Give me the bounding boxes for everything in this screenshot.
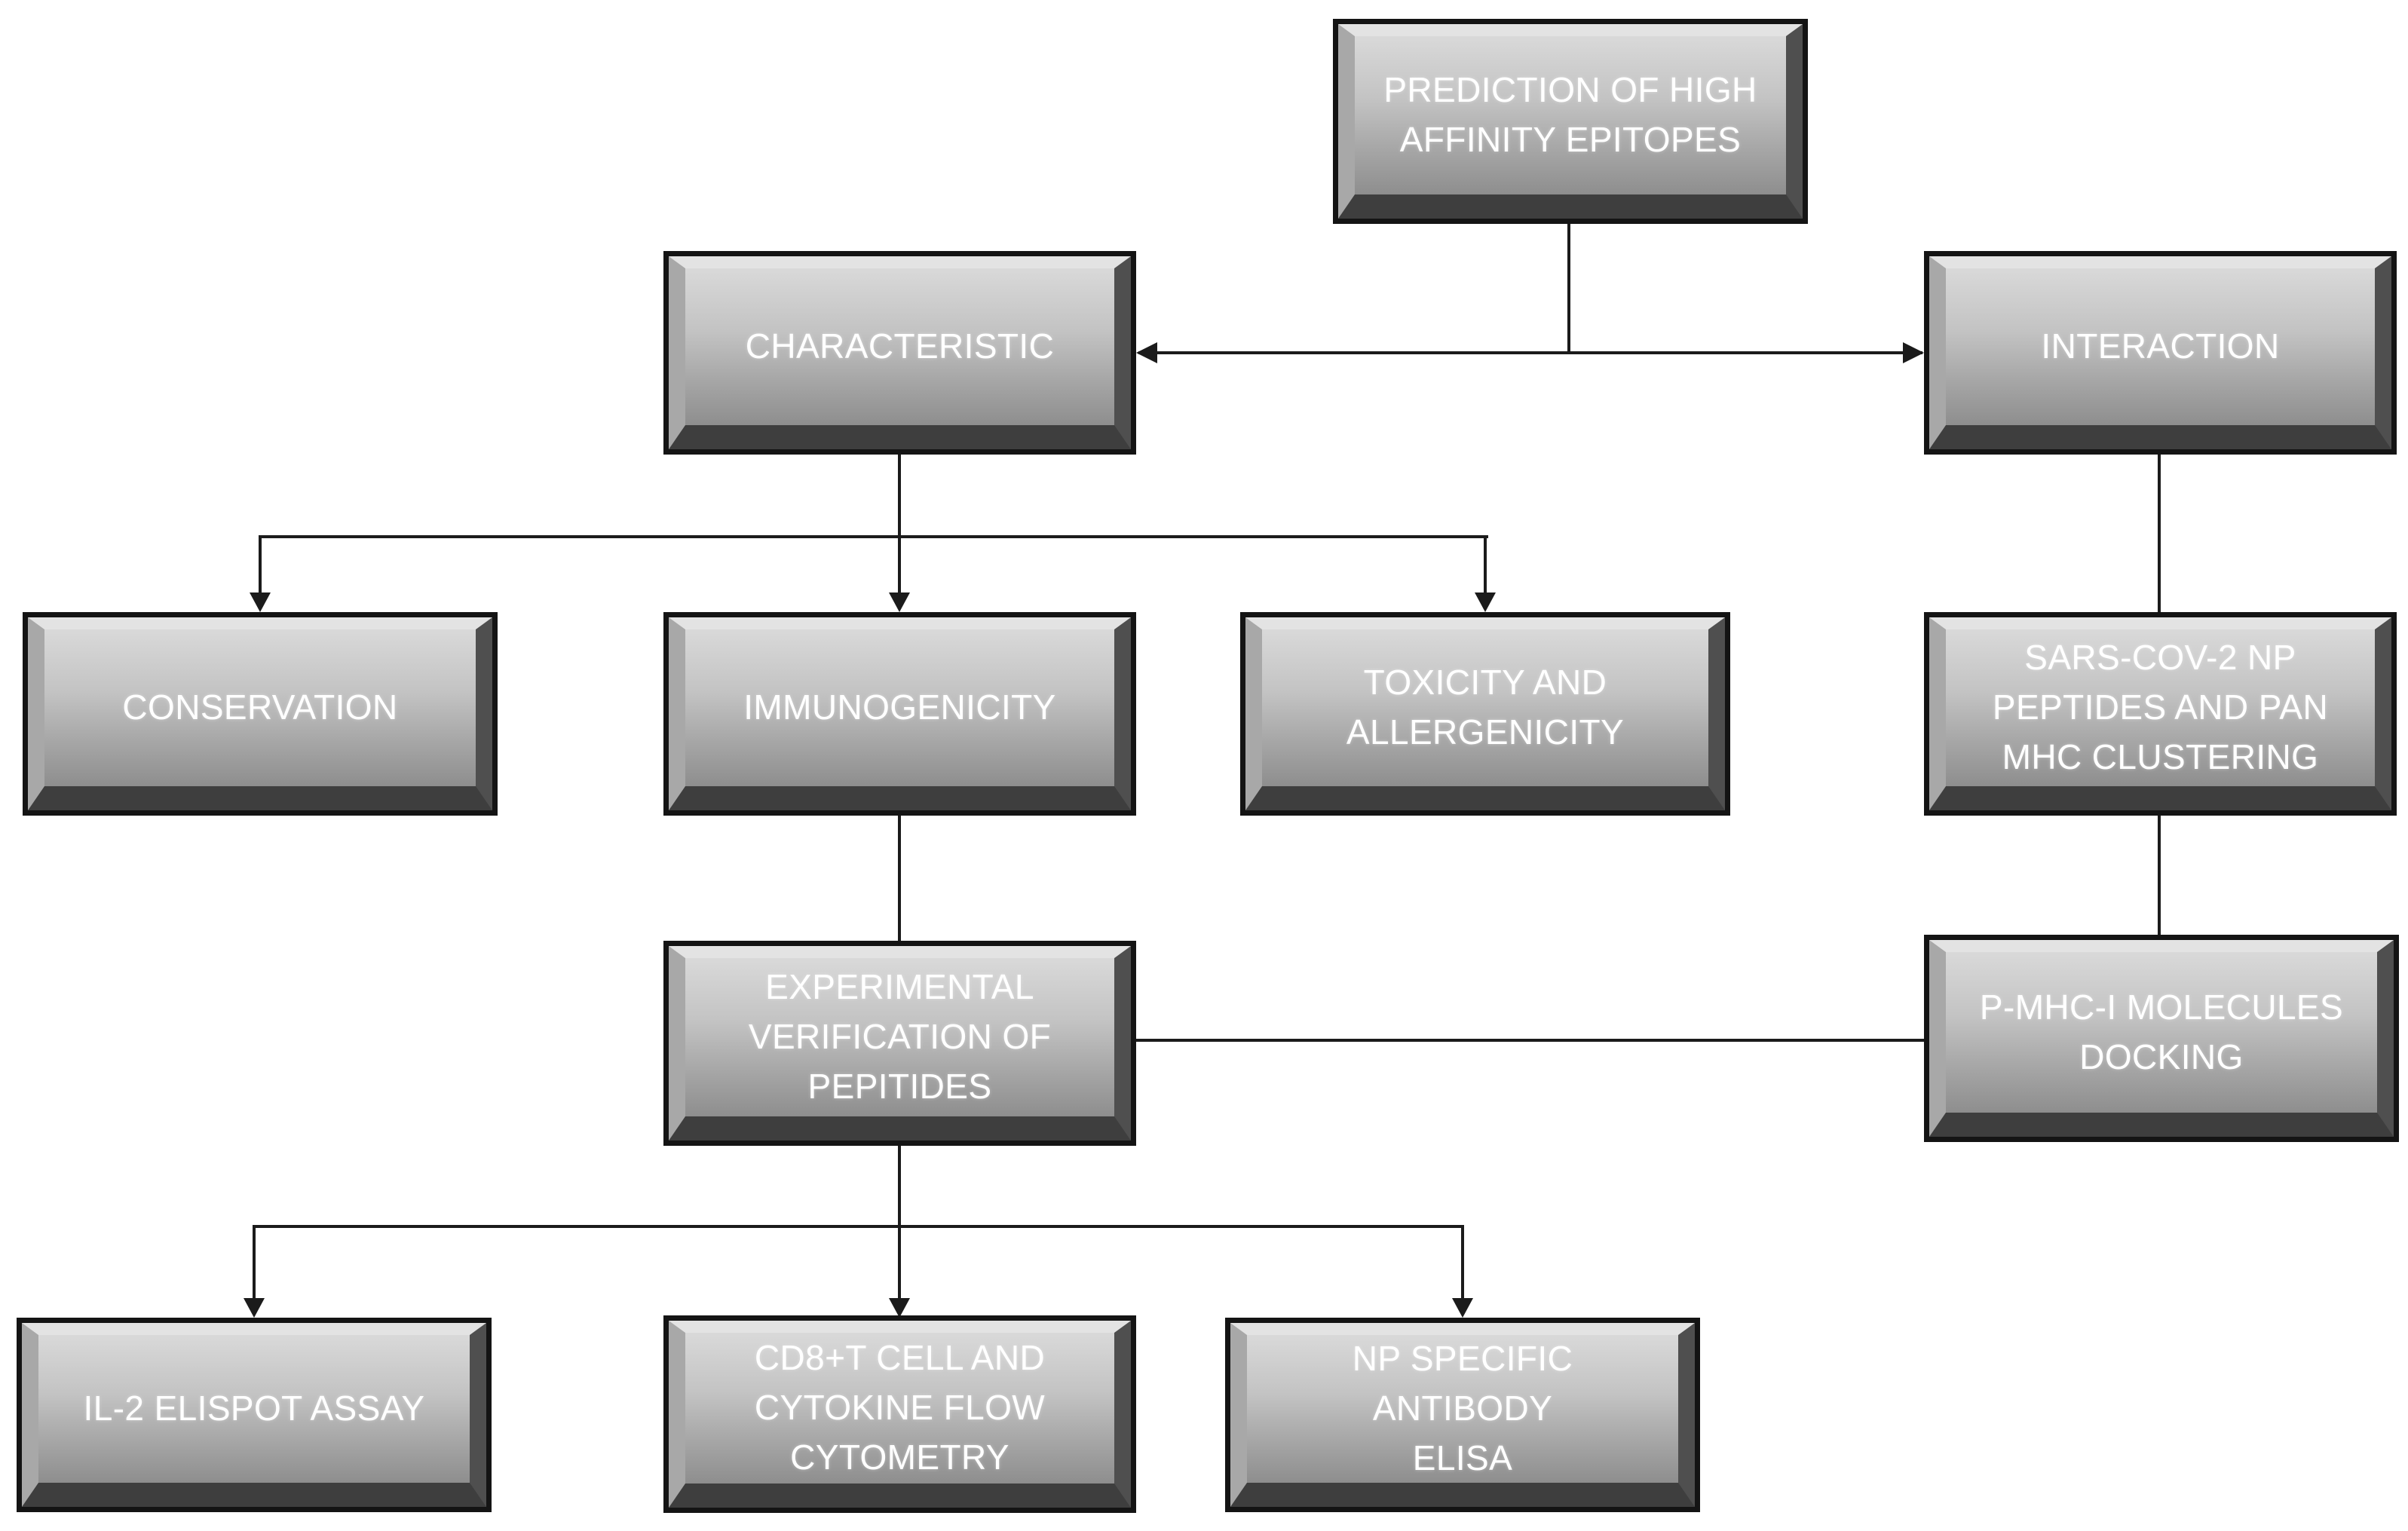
node-interaction: INTERACTION: [1924, 251, 2397, 455]
node-np-label: NP SPECIFIC ANTIBODY ELISA: [1352, 1339, 1573, 1477]
node-prediction-face: PREDICTION OF HIGH AFFINITY EPITOPES: [1355, 36, 1786, 194]
connector-interaction-sars: [2158, 453, 2161, 614]
node-characteristic-face: CHARACTERISTIC: [685, 268, 1114, 425]
arrowhead-into-np: [1452, 1298, 1473, 1318]
node-experimental-face: EXPERIMENTAL VERIFICATION OF PEPITIDES: [685, 958, 1114, 1116]
arrowhead-into-cd8: [889, 1298, 910, 1318]
node-conservation-bevel: CONSERVATION: [28, 617, 492, 810]
node-sars-face: SARS-COV-2 NP PEPTIDES AND PAN MHC CLUST…: [1946, 629, 2375, 786]
connector-drop-il2: [253, 1225, 256, 1299]
connector-sars-pmhc: [2158, 814, 2161, 936]
node-cd8-bevel: CD8+T CELL AND CYTOKINE FLOW CYTOMETRY: [669, 1321, 1131, 1508]
connector-drop-immunogenicity: [898, 535, 901, 596]
node-toxicity-face: TOXICITY AND ALLERGENICITY: [1262, 629, 1708, 786]
node-np-face: NP SPECIFIC ANTIBODY ELISA: [1247, 1335, 1678, 1483]
node-cd8: CD8+T CELL AND CYTOKINE FLOW CYTOMETRY: [663, 1315, 1136, 1513]
node-conservation-label: CONSERVATION: [122, 687, 398, 727]
arrowhead-into-immunogenicity: [889, 592, 910, 612]
node-pmhc: P-MHC-I MOLECULES DOCKING: [1924, 935, 2399, 1142]
node-prediction: PREDICTION OF HIGH AFFINITY EPITOPES: [1333, 19, 1808, 224]
connector-experimental-drop: [898, 1144, 901, 1228]
node-experimental: EXPERIMENTAL VERIFICATION OF PEPITIDES: [663, 941, 1136, 1146]
node-immunogenicity: IMMUNOGENICITY: [663, 612, 1136, 816]
node-toxicity: TOXICITY AND ALLERGENICITY: [1240, 612, 1730, 816]
node-prediction-label: PREDICTION OF HIGH AFFINITY EPITOPES: [1383, 70, 1757, 159]
node-sars: SARS-COV-2 NP PEPTIDES AND PAN MHC CLUST…: [1924, 612, 2397, 816]
node-toxicity-label: TOXICITY AND ALLERGENICITY: [1346, 663, 1625, 752]
connector-characteristic-drop: [898, 453, 901, 538]
node-interaction-label: INTERACTION: [2041, 326, 2280, 366]
connector-row5-split: [253, 1225, 1464, 1228]
arrowhead-into-interaction: [1903, 342, 1924, 363]
node-pmhc-bevel: P-MHC-I MOLECULES DOCKING: [1929, 940, 2394, 1137]
node-immunogenicity-face: IMMUNOGENICITY: [685, 629, 1114, 786]
connector-row2-split: [1138, 351, 1922, 354]
arrowhead-into-conservation: [250, 592, 271, 612]
node-experimental-label: EXPERIMENTAL VERIFICATION OF PEPITIDES: [748, 967, 1052, 1106]
node-np: NP SPECIFIC ANTIBODY ELISA: [1225, 1318, 1700, 1512]
connector-drop-toxicity: [1484, 535, 1487, 596]
node-np-bevel: NP SPECIFIC ANTIBODY ELISA: [1230, 1323, 1695, 1507]
node-il2-bevel: IL-2 ELISPOT ASSAY: [22, 1323, 486, 1507]
node-characteristic: CHARACTERISTIC: [663, 251, 1136, 455]
node-pmhc-face: P-MHC-I MOLECULES DOCKING: [1946, 952, 2377, 1113]
connector-drop-np: [1461, 1225, 1464, 1299]
node-interaction-bevel: INTERACTION: [1929, 256, 2391, 449]
node-characteristic-bevel: CHARACTERISTIC: [669, 256, 1131, 449]
node-il2-label: IL-2 ELISPOT ASSAY: [83, 1389, 425, 1428]
connector-prediction-drop: [1567, 222, 1570, 354]
node-interaction-face: INTERACTION: [1946, 268, 2375, 425]
connector-experimental-pmhc: [1135, 1039, 1925, 1042]
node-sars-label: SARS-COV-2 NP PEPTIDES AND PAN MHC CLUST…: [1992, 638, 2329, 776]
connector-immunogenicity-experimental: [898, 814, 901, 942]
connector-drop-cd8: [898, 1225, 901, 1299]
node-sars-bevel: SARS-COV-2 NP PEPTIDES AND PAN MHC CLUST…: [1929, 617, 2391, 810]
arrowhead-into-il2: [244, 1298, 265, 1318]
node-il2: IL-2 ELISPOT ASSAY: [17, 1318, 492, 1512]
node-il2-face: IL-2 ELISPOT ASSAY: [38, 1335, 470, 1483]
node-cd8-label: CD8+T CELL AND CYTOKINE FLOW CYTOMETRY: [754, 1338, 1046, 1477]
node-pmhc-label: P-MHC-I MOLECULES DOCKING: [1979, 987, 2344, 1076]
arrowhead-into-toxicity: [1475, 592, 1496, 612]
node-experimental-bevel: EXPERIMENTAL VERIFICATION OF PEPITIDES: [669, 946, 1131, 1141]
node-immunogenicity-label: IMMUNOGENICITY: [743, 687, 1056, 727]
node-prediction-bevel: PREDICTION OF HIGH AFFINITY EPITOPES: [1338, 24, 1803, 219]
connector-drop-conservation: [259, 535, 262, 596]
arrowhead-into-characteristic: [1136, 342, 1157, 363]
node-conservation-face: CONSERVATION: [44, 629, 476, 786]
node-conservation: CONSERVATION: [23, 612, 498, 816]
node-characteristic-label: CHARACTERISTIC: [745, 326, 1055, 366]
node-immunogenicity-bevel: IMMUNOGENICITY: [669, 617, 1131, 810]
connector-row3-split: [259, 535, 1488, 538]
node-toxicity-bevel: TOXICITY AND ALLERGENICITY: [1245, 617, 1725, 810]
node-cd8-face: CD8+T CELL AND CYTOKINE FLOW CYTOMETRY: [685, 1333, 1114, 1484]
